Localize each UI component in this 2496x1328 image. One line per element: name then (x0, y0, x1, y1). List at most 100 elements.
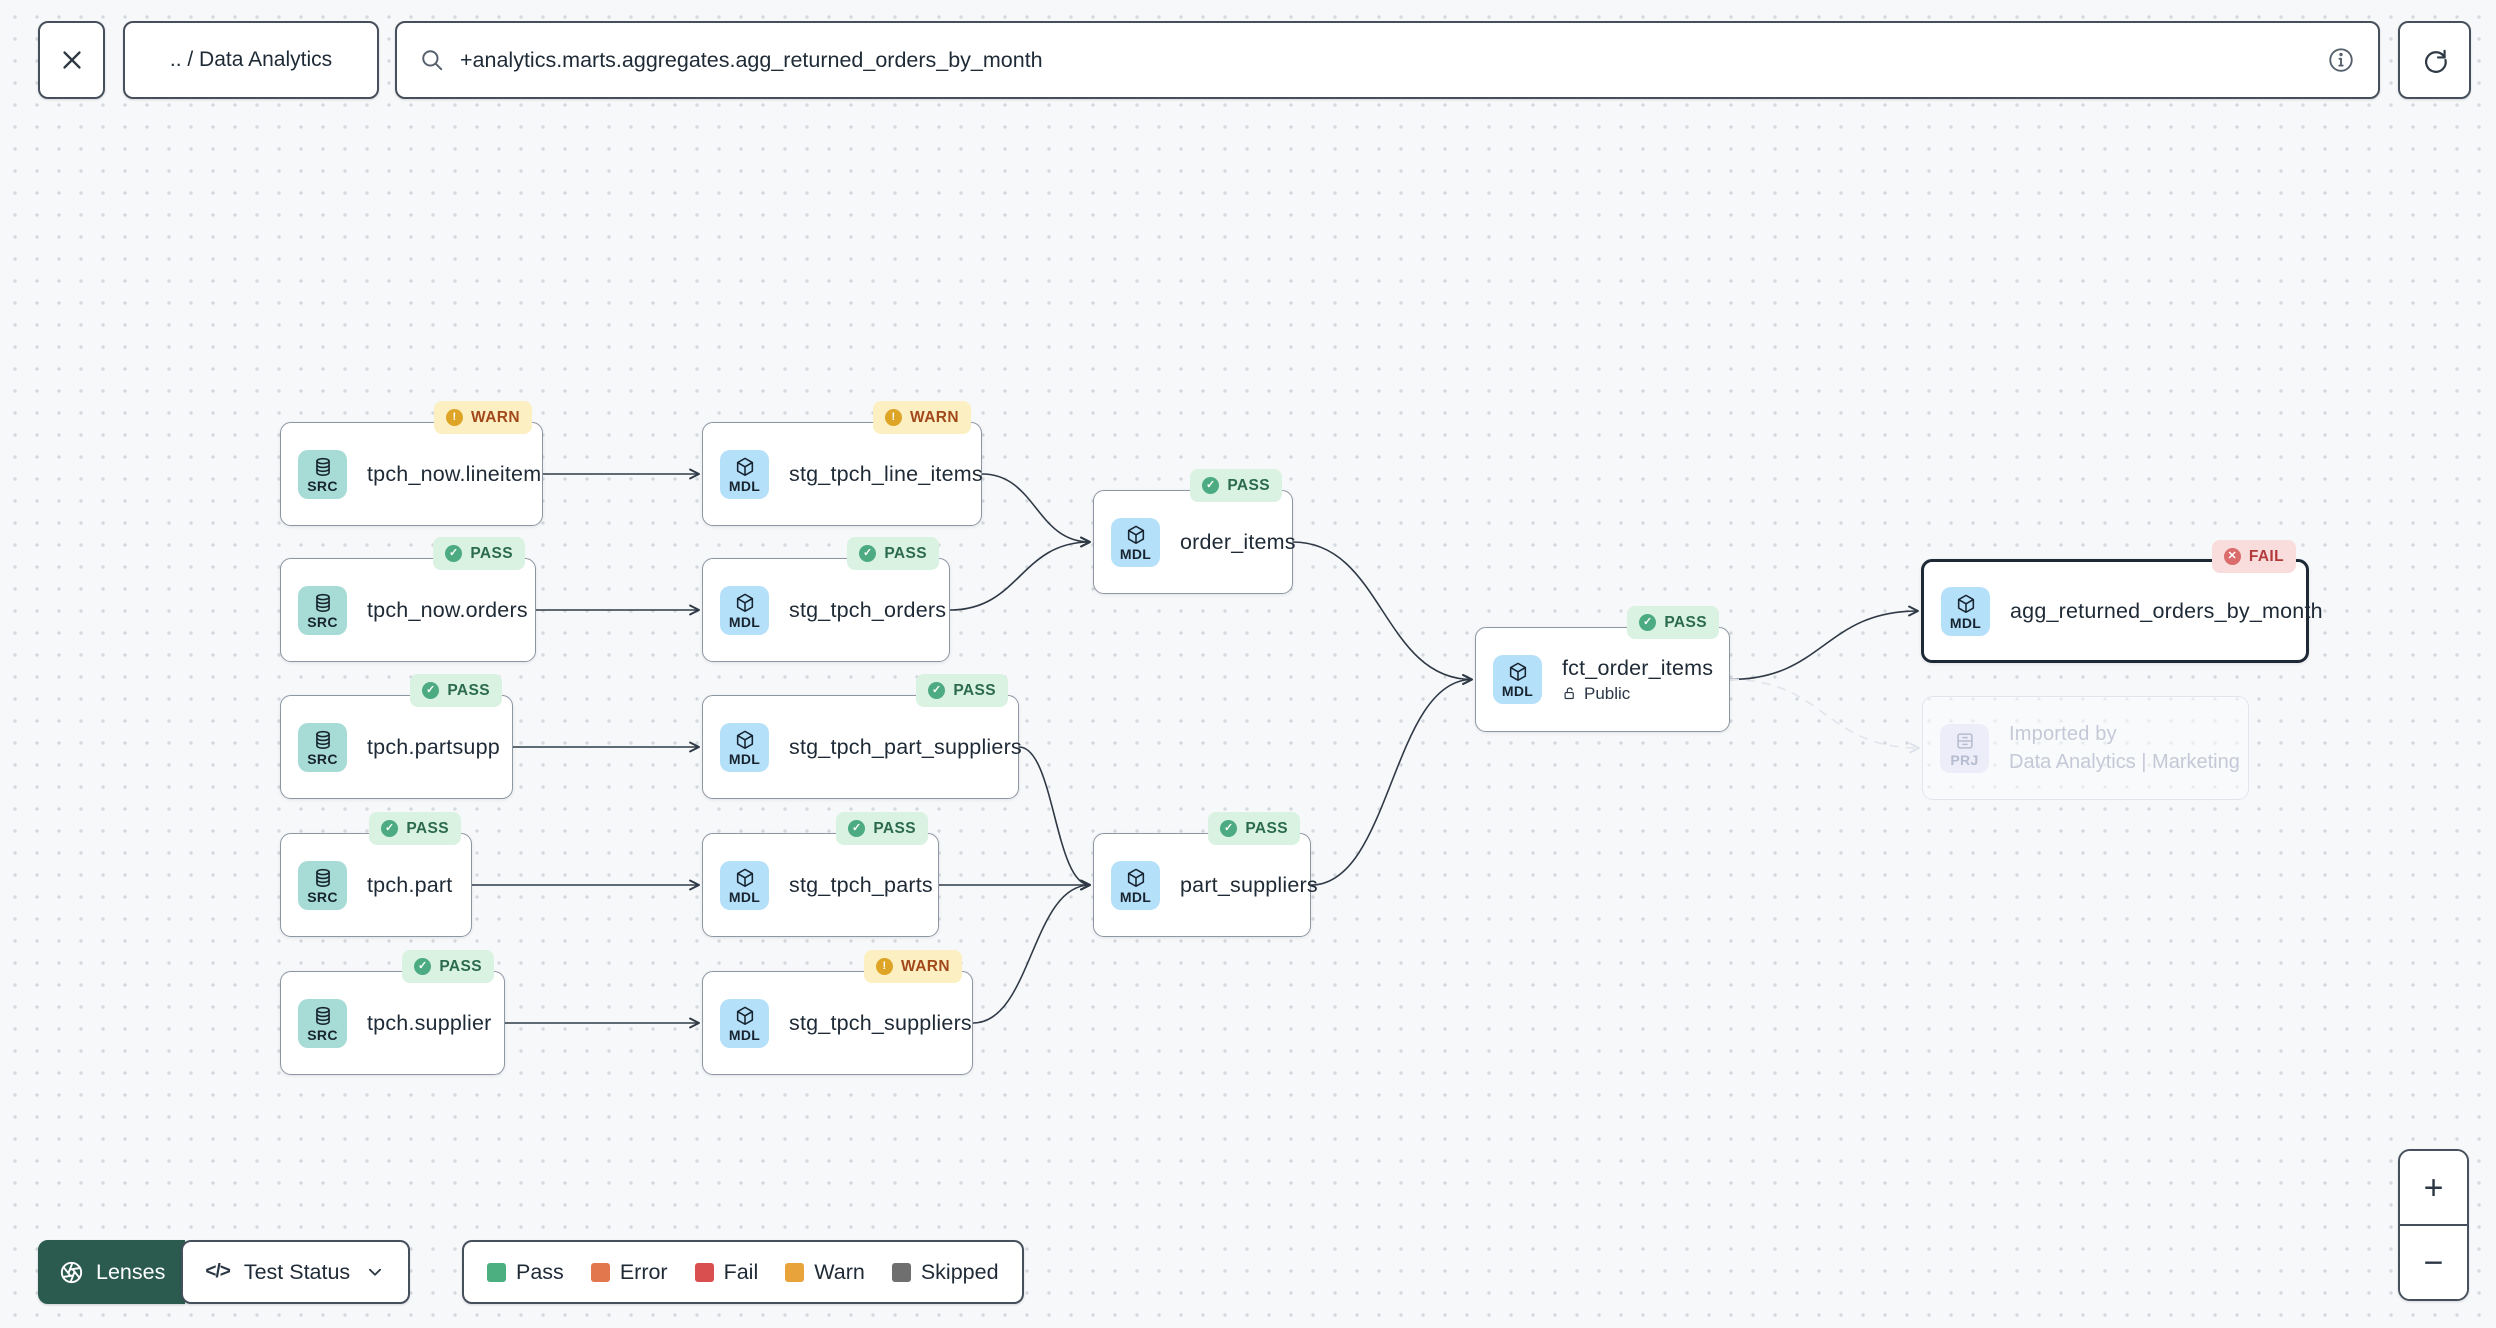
node-kind-chip: MDL (1493, 655, 1542, 704)
legend-item-skipped: Skipped (891, 1260, 999, 1285)
node-kind-chip: SRC (298, 860, 347, 910)
zoom-in-button[interactable]: + (2400, 1151, 2467, 1224)
search-icon (422, 50, 443, 71)
status-badge-pass: ✓ PASS (916, 674, 1008, 707)
status-badge-label: PASS (873, 819, 916, 837)
database-icon (312, 1005, 334, 1027)
node-kind-label: SRC (307, 750, 338, 767)
status-dot-icon: ! (876, 958, 894, 975)
node-label: stg_tpch_part_suppliers (789, 734, 1022, 759)
aperture-icon (60, 1261, 83, 1283)
edge-fct_order_items-to-agg_returned_orders_by_month (1729, 605, 1919, 681)
breadcrumb-label: .. / Data Analytics (169, 48, 333, 71)
node-label: agg_returned_orders_by_month (2010, 598, 2323, 623)
cube-icon (734, 456, 756, 478)
info-icon[interactable] (2326, 45, 2356, 75)
status-badge-pass: ✓PASS (1208, 812, 1300, 845)
edge-order_items-to-fct_order_items (1292, 541, 1473, 685)
status-badge-label: PASS (953, 681, 996, 699)
graph-node-tpch_part[interactable]: ✓ PASS SRC tpch.part (280, 812, 472, 937)
node-kind-label: MDL (1119, 545, 1152, 562)
status-badge-label: PASS (439, 957, 482, 975)
zoom-out-button[interactable]: − (2400, 1226, 2467, 1299)
status-badge-label: WARN (471, 408, 520, 426)
legend-swatch (785, 1262, 805, 1282)
cube-icon (734, 1005, 756, 1027)
node-label: tpch.partsupp (367, 734, 500, 759)
node-label: order_items (1180, 529, 1296, 554)
breadcrumb[interactable]: .. / Data Analytics (123, 21, 379, 99)
node-kind-chip: MDL (720, 998, 769, 1048)
graph-node-order_items[interactable]: ✓PASS MDL order_items (1093, 469, 1296, 594)
node-kind-chip: MDL (1111, 517, 1160, 567)
node-kind-chip: MDL (1941, 586, 1990, 636)
node-kind-chip: MDL (720, 860, 769, 910)
node-label: stg_tpch_line_items (789, 461, 983, 486)
node-kind-label: SRC (307, 888, 338, 905)
cube-icon (734, 729, 756, 751)
status-dot-icon: ✓ (445, 545, 463, 562)
status-badge-label: FAIL (2248, 547, 2284, 565)
search-input[interactable] (460, 47, 2311, 73)
node-kind-chip: SRC (298, 998, 347, 1048)
node-kind-label: MDL (728, 477, 761, 494)
node-label: stg_tpch_orders (789, 597, 947, 622)
status-dot-icon: ✓ (928, 682, 946, 699)
status-dot-icon: ✓ (1639, 614, 1657, 631)
search-bar[interactable] (395, 21, 2380, 99)
status-badge-label: PASS (406, 819, 449, 837)
close-button[interactable] (38, 21, 105, 99)
legend-item-error: Error (590, 1260, 668, 1285)
node-kind-label: SRC (307, 613, 338, 630)
archive-icon (1954, 730, 1976, 752)
status-dot-icon: ✓ (381, 820, 399, 837)
node-label: tpch.part (367, 872, 453, 897)
node-label: stg_tpch_suppliers (789, 1010, 972, 1035)
refresh-icon (2424, 49, 2447, 73)
lenses-button[interactable]: Lenses (38, 1240, 186, 1304)
status-badge-label: PASS (1664, 613, 1707, 631)
legend-label: Warn (814, 1259, 865, 1284)
status-badge-pass: ✓PASS (1190, 469, 1282, 502)
node-kind-chip: PRJ (1940, 723, 1989, 773)
lens-selector[interactable]: </> Test Status (181, 1240, 411, 1304)
test-status-legend: Pass Error Fail Warn Skipped (462, 1240, 1024, 1304)
lens-selected-label: Test Status (243, 1259, 351, 1284)
status-badge-label: PASS (884, 544, 927, 562)
node-label: tpch.supplier (367, 1010, 492, 1035)
node-kind-label: SRC (307, 477, 338, 494)
status-badge-label: WARN (901, 957, 950, 975)
legend-swatch (891, 1262, 911, 1282)
zoom-controls: + − (2398, 1149, 2469, 1301)
legend-item-pass: Pass (487, 1260, 564, 1285)
node-kind-label: MDL (728, 613, 761, 630)
legend-label: Fail (723, 1259, 759, 1284)
database-icon (312, 456, 334, 478)
status-badge-pass: ✓PASS (433, 537, 525, 570)
refresh-button[interactable] (2398, 21, 2471, 99)
status-dot-icon: ✓ (1220, 820, 1238, 837)
status-badge-label: WARN (910, 408, 959, 426)
status-badge-label: PASS (1227, 476, 1270, 494)
node-kind-label: PRJ (1950, 751, 1979, 768)
graph-node-stg_tpch_suppliers[interactable]: ! WARN MDL stg_tpch_suppliers (702, 950, 973, 1075)
status-badge-label: PASS (447, 681, 490, 699)
legend-label: Pass (516, 1259, 564, 1284)
node-kind-chip: MDL (720, 585, 769, 635)
legend-item-warn: Warn (785, 1260, 865, 1285)
cube-icon (734, 592, 756, 614)
